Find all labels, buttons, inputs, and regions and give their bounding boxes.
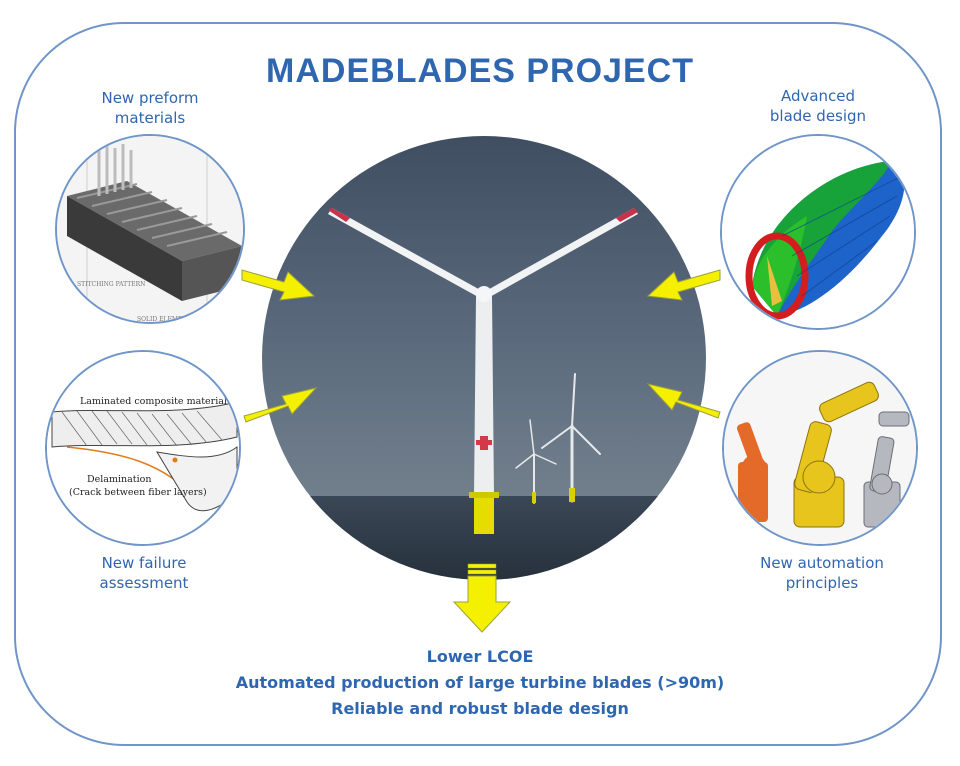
automation-image <box>722 350 918 546</box>
label-failure-line1: New failure <box>101 554 187 572</box>
arrow-preform-to-center <box>241 269 316 301</box>
label-design: Advanced blade design <box>728 86 908 126</box>
preform-caption-2: SOLID ELEMENTS <box>137 316 196 323</box>
blade-design-image <box>720 134 916 330</box>
arrow-failure-to-center <box>243 387 318 423</box>
label-automation-line2: principles <box>785 574 859 592</box>
label-failure-line2: assessment <box>99 574 189 592</box>
outcome-lcoe: Lower LCOE <box>426 647 534 666</box>
diagram-frame <box>14 22 942 746</box>
arrow-center-to-outcomes <box>452 563 512 633</box>
arrow-automation-to-center <box>646 383 721 419</box>
preform-materials-image: STITCHING PATTERN SOLID ELEMENTS <box>55 134 245 324</box>
preform-caption-1: STITCHING PATTERN <box>77 281 145 288</box>
label-preform: New preform materials <box>60 88 240 128</box>
outcome-reliable-design: Reliable and robust blade design <box>331 699 629 718</box>
arrow-design-to-center <box>646 269 721 301</box>
label-preform-line2: materials <box>114 109 186 127</box>
label-automation-line1: New automation <box>760 554 884 572</box>
label-preform-line1: New preform <box>101 89 199 107</box>
diagram-title: MADEBLADES PROJECT <box>266 52 694 90</box>
label-design-line2: blade design <box>769 107 867 125</box>
failure-caption-top: Laminated composite material <box>80 396 227 407</box>
wind-turbine-photo <box>262 136 706 580</box>
outcome-automated-production: Automated production of large turbine bl… <box>235 673 725 692</box>
label-design-line1: Advanced <box>780 87 856 105</box>
failure-assessment-image: Laminated composite material Delaminatio… <box>45 350 241 546</box>
failure-caption-bottom-1: Delamination <box>87 474 151 485</box>
label-automation: New automation principles <box>722 553 922 593</box>
label-failure: New failure assessment <box>54 553 234 593</box>
failure-caption-bottom-2: (Crack between fiber layers) <box>69 487 207 498</box>
